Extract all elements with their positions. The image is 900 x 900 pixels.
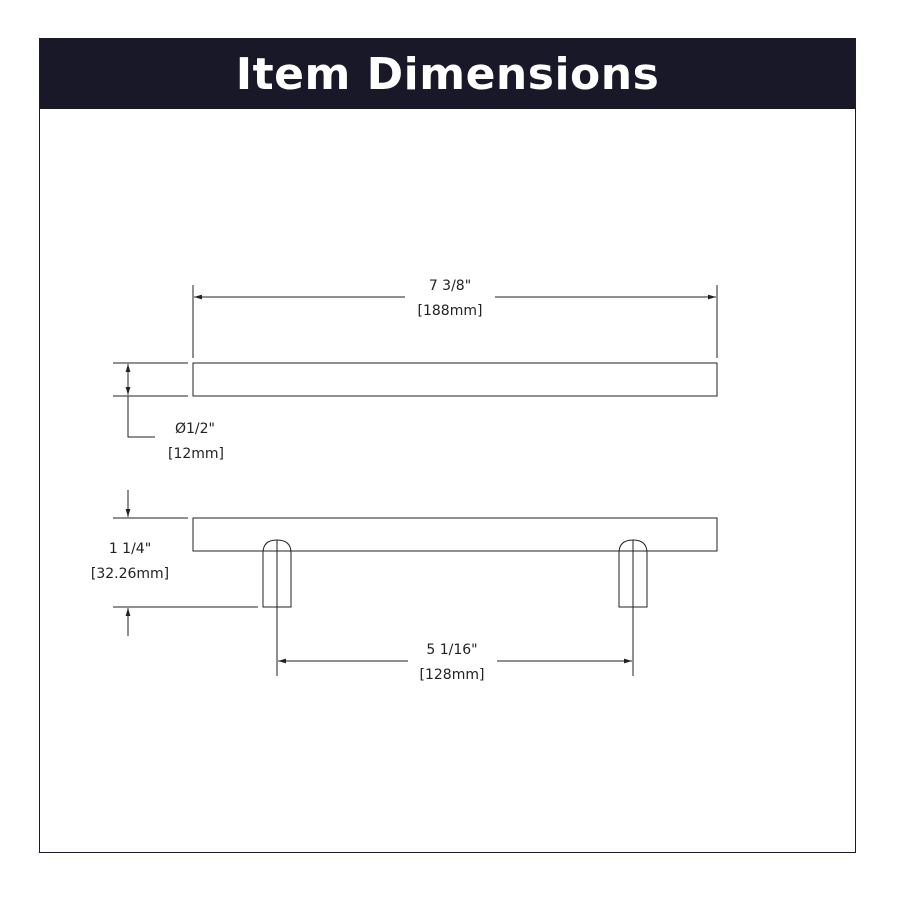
handle-top-view xyxy=(192,362,718,397)
page-title: Item Dimensions xyxy=(235,48,660,100)
center-metric-label: [128mm] xyxy=(420,667,485,683)
length-metric-label: [188mm] xyxy=(418,303,483,319)
length-imperial-label: 7 3/8" xyxy=(429,278,471,294)
handle-side-view-bar xyxy=(192,517,718,552)
diameter-metric-label: [12mm] xyxy=(168,446,224,462)
diagram-frame: Item Dimensions xyxy=(39,38,856,853)
projection-imperial-label: 1 1/4" xyxy=(109,541,151,557)
diameter-leader xyxy=(127,396,155,438)
projection-metric-label: [32.26mm] xyxy=(91,566,169,582)
diameter-imperial-label: Ø1/2" xyxy=(175,421,215,437)
header-bar: Item Dimensions xyxy=(40,39,855,109)
center-imperial-label: 5 1/16" xyxy=(426,642,477,658)
